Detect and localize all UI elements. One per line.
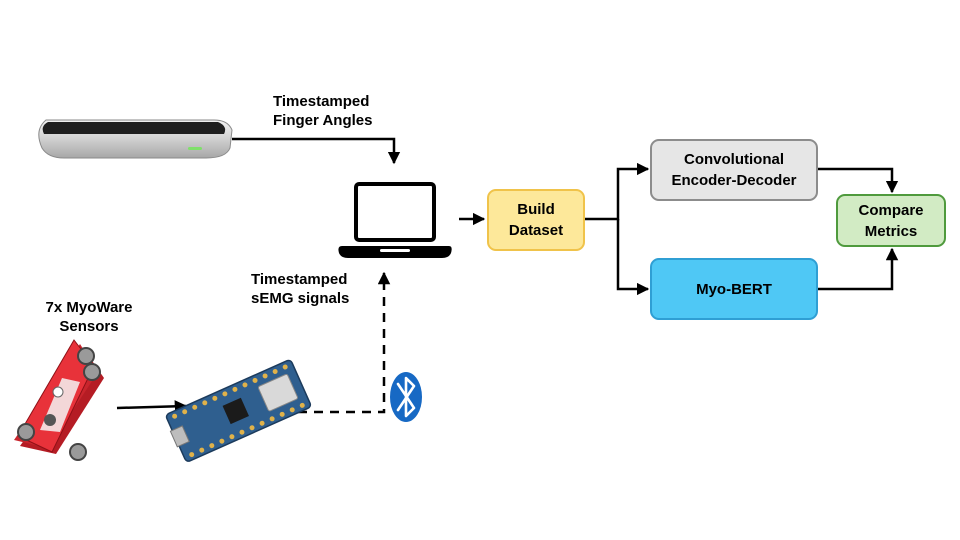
finger-angles-label-line-1: Timestamped — [273, 93, 370, 110]
bert-to-compare-arrow — [818, 247, 899, 291]
sensors-label-line-1: 7x MyoWare — [45, 299, 133, 316]
finger-angles-label-line-2: Finger Angles — [273, 112, 373, 129]
myo-bert-box: Myo-BERT — [650, 258, 818, 320]
finger-angles-connector — [232, 137, 401, 165]
laptop-icon — [338, 182, 452, 258]
bluetooth-link-dashed — [282, 271, 391, 414]
semg-signals-label-line-2: sEMG signals — [251, 290, 350, 307]
conv-to-compare-arrow — [818, 167, 899, 194]
compare-metrics-box: Compare Metrics — [836, 194, 946, 247]
sensors-label: 7x MyoWare Sensors — [34, 298, 144, 336]
build-dataset-box: Build Dataset — [487, 189, 585, 251]
conv-encoder-decoder-line-1: Convolutional — [684, 151, 784, 168]
semg-signals-label-line-1: Timestamped — [251, 271, 348, 288]
dataset-to-bert-arrow — [616, 219, 650, 296]
semg-signals-label: Timestamped sEMG signals — [251, 270, 349, 308]
sensors-to-board-arrow — [116, 400, 188, 413]
dataset-to-conv-arrow — [585, 162, 650, 221]
conv-encoder-decoder-line-2: Encoder-Decoder — [671, 172, 797, 189]
myo-bert-label: Myo-BERT — [696, 280, 772, 298]
conv-encoder-decoder-box: Convolutional Encoder-Decoder — [650, 139, 818, 201]
sensors-label-line-2: Sensors — [59, 318, 119, 335]
build-dataset-line-2: Dataset — [508, 222, 564, 239]
finger-angles-label: Timestamped Finger Angles — [273, 92, 372, 130]
compare-metrics-line-2: Metrics — [864, 222, 918, 240]
bluetooth-icon — [390, 372, 422, 422]
compare-metrics-line-1: Compare — [858, 201, 924, 219]
leap-motion-controller-image — [38, 119, 233, 159]
build-dataset-line-1: Build — [517, 201, 555, 218]
myoware-sensors-image — [14, 339, 104, 461]
arduino-nano-board-image — [165, 359, 312, 462]
